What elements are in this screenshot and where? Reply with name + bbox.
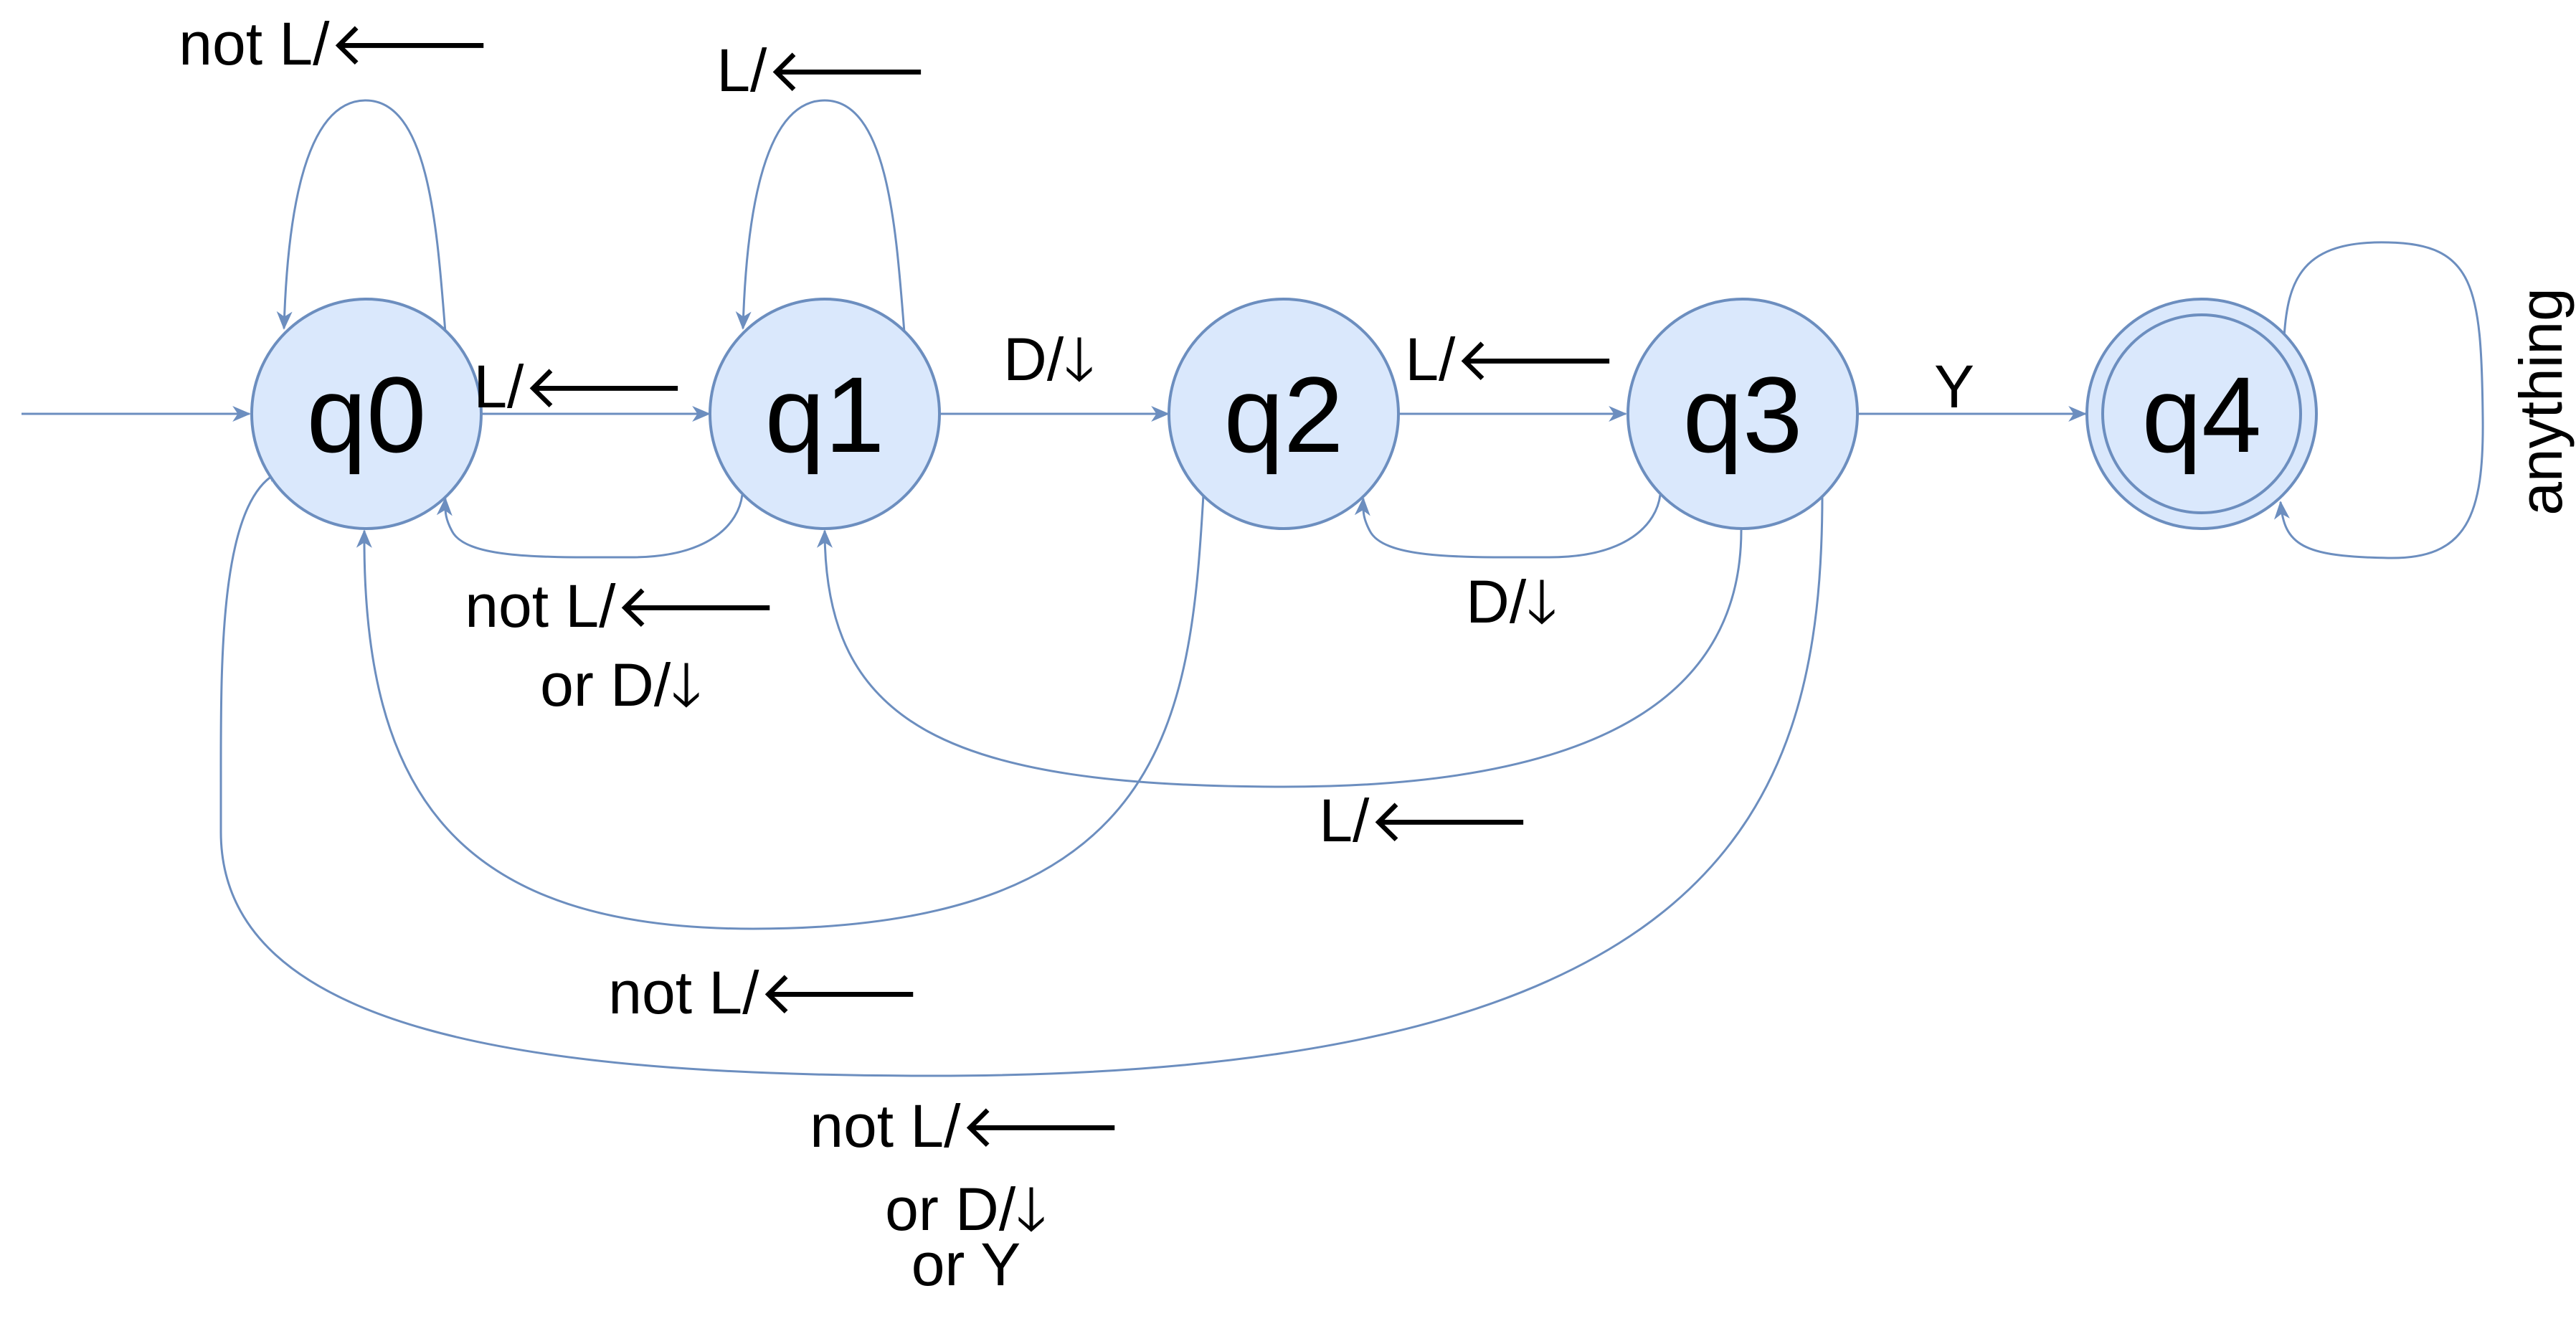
state-q0[interactable]: q0 [250,298,483,530]
edge-q4-self [2274,241,2484,559]
state-q4-accepting[interactable]: q4 [2085,298,2318,530]
label-q3-q4: Y [1934,353,1974,420]
label-q3-q0-line3: or Y [911,1231,1021,1298]
label-q1-q0-line2: or D/🡓 [540,651,702,719]
state-q3[interactable]: q3 [1626,298,1859,530]
label-q3-q2: D/🡓 [1466,568,1558,635]
edge-q3-q0 [219,466,1824,1077]
state-q1-label: q1 [765,354,885,475]
edge-q3-q1 [817,529,1743,788]
label-q1-q2: D/🡓 [1003,326,1095,393]
state-q3-label: q3 [1683,354,1803,475]
state-q4-label: q4 [2142,354,2262,475]
label-q0-q1: L/🡐 [473,353,685,420]
label-q0-self: not L/🡐 [179,10,491,77]
edge-q1-q0 [436,494,744,559]
label-q1-self: L/🡐 [716,37,928,104]
label-q3-q1: L/🡐 [1319,787,1530,854]
label-q1-q0-line1: not L/🡐 [465,572,777,640]
accepting-ring [2101,313,2302,514]
state-q2-label: q2 [1224,354,1344,475]
state-q0-label: q0 [307,354,427,475]
edge-q3-q2 [1354,494,1662,559]
label-q3-q0-line1: not L/🡐 [810,1092,1122,1160]
edge-q1-self [735,99,906,333]
label-q2-q0: not L/🡐 [608,959,920,1026]
edge-q2-q0 [356,494,1205,930]
edge-q0-self [276,99,447,333]
state-q1[interactable]: q1 [709,298,941,530]
label-q3-q0-line2: or D/🡓 [885,1175,1047,1243]
state-q2[interactable]: q2 [1168,298,1400,530]
label-q4-self: anything [2507,288,2575,516]
label-q2-q3: L/🡐 [1405,326,1616,393]
